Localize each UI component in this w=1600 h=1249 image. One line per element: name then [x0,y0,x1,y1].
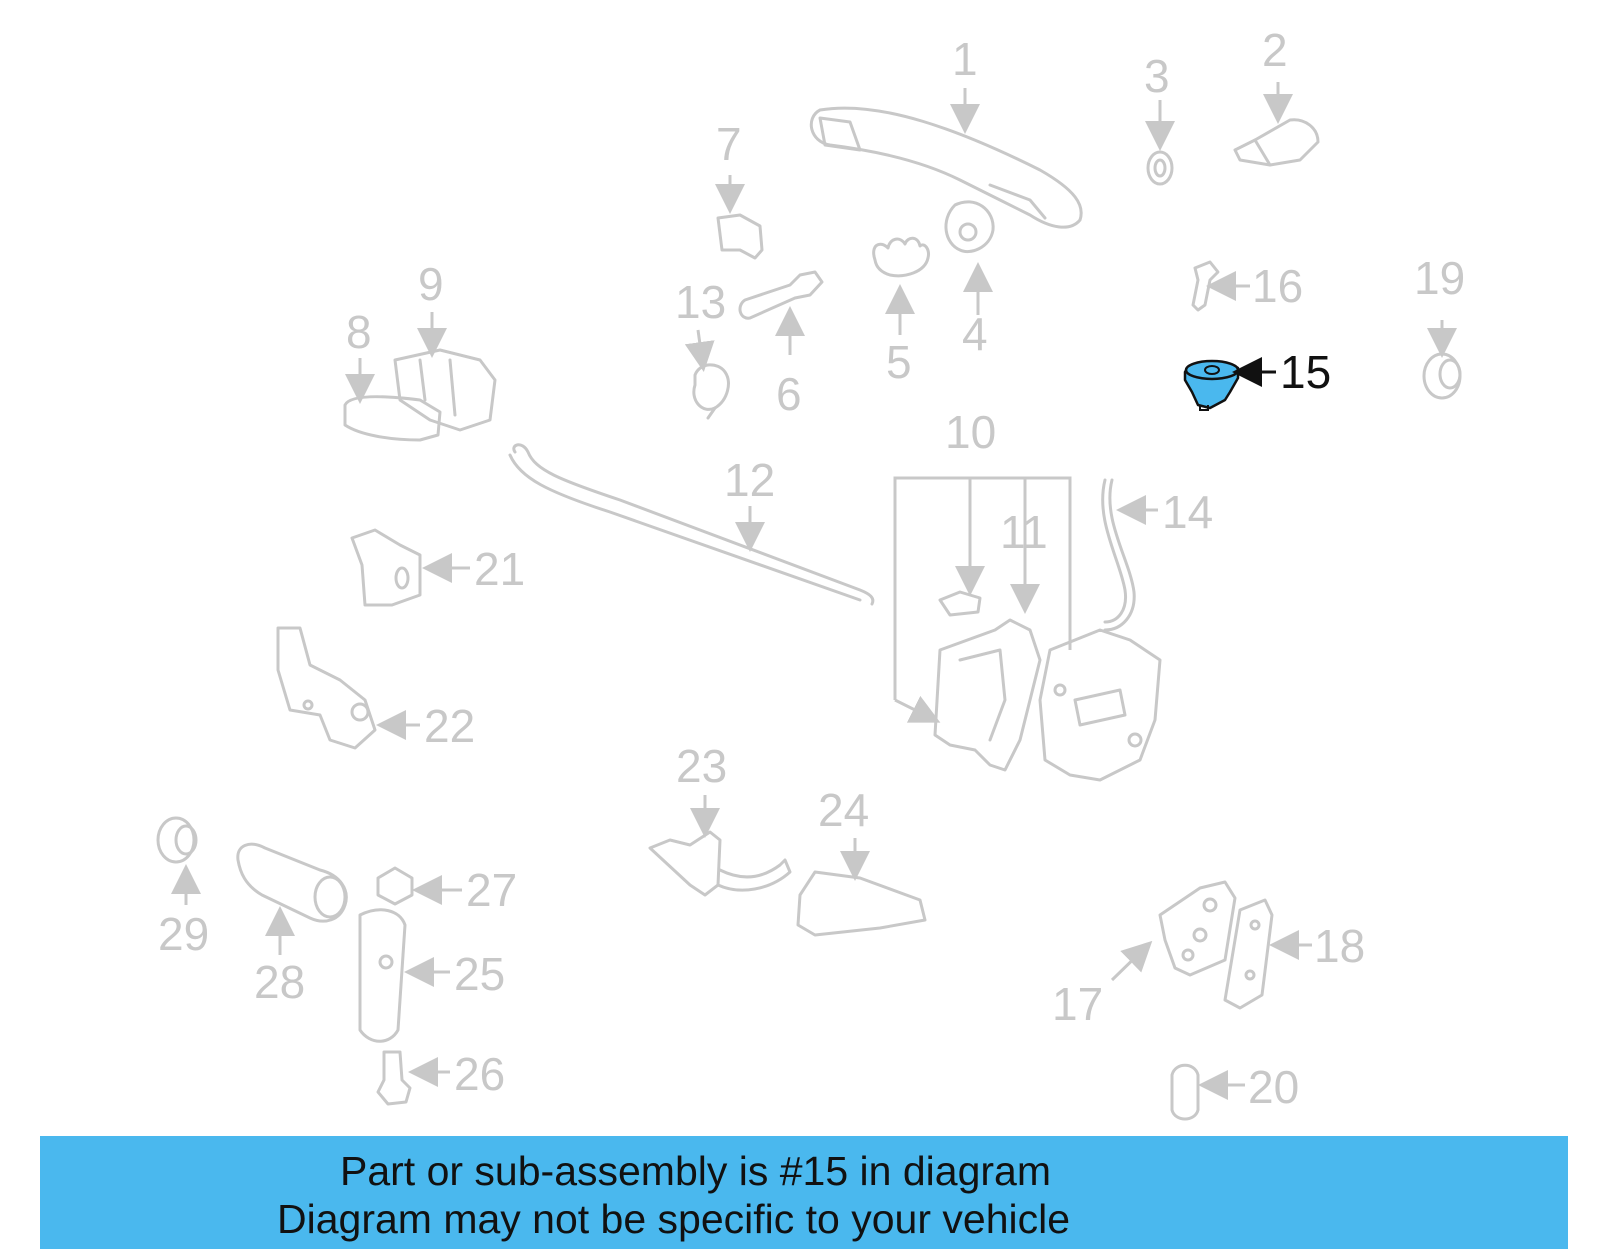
label-17: 17 [1052,978,1103,1030]
part-29-grommet: 29 [156,816,209,960]
label-11: 11 [1000,506,1048,558]
label-1: 1 [952,33,978,85]
label-8: 8 [346,306,372,358]
part-23-door-check: 23 [648,740,792,897]
part-26-bolt: 26 [376,1048,505,1106]
part-24-wedge: 24 [796,784,927,937]
part-12-rod: 12 [508,443,875,606]
part-8-9-inside-handle: 8 9 [343,258,497,442]
part-2-lock-cylinder: 2 [1233,24,1320,167]
part-5-spring: 5 [872,236,930,388]
label-22: 22 [424,700,475,752]
part-21-bracket: 21 [350,528,525,607]
label-28: 28 [254,956,305,1008]
label-27: 27 [466,864,517,916]
part-15-highlighted-clip: 15 [1183,346,1331,411]
part-4-bezel: 4 [944,200,995,360]
info-banner: Part or sub-assembly is #15 in diagram D… [40,1136,1568,1249]
label-26: 26 [454,1048,505,1100]
label-19: 19 [1414,252,1465,304]
part-28-boot: 28 [236,842,348,1008]
label-10: 10 [945,406,996,458]
label-2: 2 [1262,24,1288,76]
part-20-cap: 20 [1170,1061,1299,1121]
part-1-outside-handle: 1 [809,33,1083,229]
label-9: 9 [418,258,444,310]
label-7: 7 [716,118,742,170]
label-15: 15 [1280,346,1331,398]
label-18: 18 [1314,920,1365,972]
part-10-11-latch-assembly: 10 11 [893,406,1162,782]
part-7-clip: 7 [715,118,764,260]
label-12: 12 [724,454,775,506]
label-24: 24 [818,784,869,836]
part-25-striker-plate: 25 [358,908,505,1043]
label-14: 14 [1162,486,1213,538]
part-3-washer: 3 [1144,50,1175,186]
part-22-bracket: 22 [276,626,475,752]
label-29: 29 [158,908,209,960]
part-6-pin: 6 [738,270,824,420]
label-5: 5 [886,336,912,388]
banner-line-part: Part or sub-assembly is #15 in diagram [340,1148,1051,1194]
label-4: 4 [962,308,988,360]
part-27-nut: 27 [376,864,517,916]
label-21: 21 [474,543,525,595]
banner-line-disclaimer: Diagram may not be specific to your vehi… [277,1196,1071,1242]
part-13-clip: 13 [675,276,730,420]
label-20: 20 [1248,1061,1299,1113]
label-16: 16 [1252,260,1303,312]
label-3: 3 [1144,50,1170,102]
part-17-18-hinge: 18 17 [1052,880,1365,1030]
part-16-screw: 16 [1191,260,1303,312]
part-14-rod: 14 [1101,478,1213,632]
label-23: 23 [676,740,727,792]
label-13: 13 [675,276,726,328]
label-25: 25 [454,948,505,1000]
part-19-bushing: 19 [1414,252,1465,400]
label-6: 6 [776,368,802,420]
